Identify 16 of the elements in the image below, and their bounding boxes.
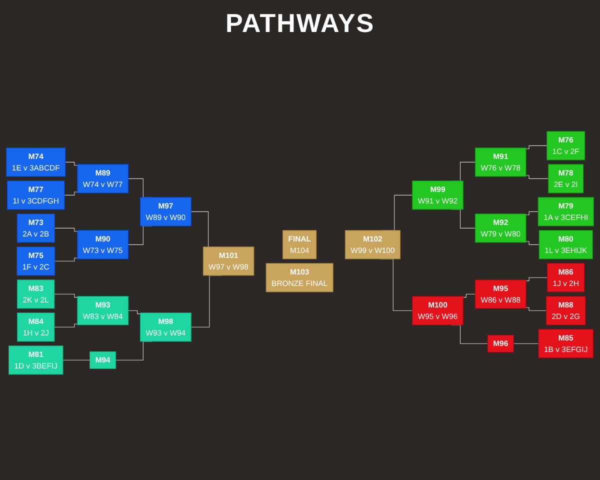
connector [54, 258, 78, 262]
connector [65, 162, 78, 166]
connector [526, 307, 546, 311]
connector [64, 192, 78, 196]
connector [54, 294, 78, 298]
connector [526, 277, 548, 282]
connector [54, 228, 78, 232]
connector [526, 175, 549, 180]
connector [462, 294, 476, 298]
connector [513, 343, 539, 344]
connector [526, 146, 548, 150]
connector [128, 310, 141, 314]
title: PATHWAYS [225, 8, 375, 39]
connector [54, 324, 78, 328]
connector [526, 241, 540, 246]
connector [526, 211, 538, 216]
